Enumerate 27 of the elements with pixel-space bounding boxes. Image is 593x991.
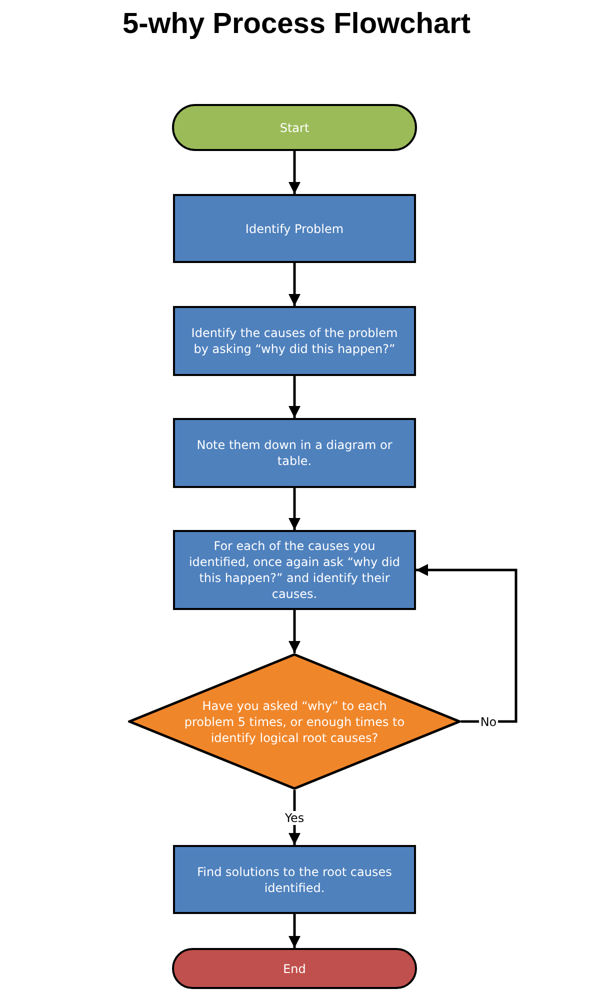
arrow bbox=[288, 263, 300, 306]
arrow bbox=[416, 564, 518, 723]
process-box bbox=[173, 418, 416, 488]
arrow bbox=[288, 610, 300, 653]
node-text: Have you asked “why” to each problem 5 times, or enough times to identify logical root causes? bbox=[183, 698, 406, 746]
node-text: Note them down in a diagram or table. bbox=[196, 437, 394, 469]
node-text: Identify Problem bbox=[245, 220, 344, 236]
process-box bbox=[173, 845, 416, 914]
terminal-pill bbox=[172, 948, 417, 989]
edge-label: No bbox=[479, 714, 498, 728]
title: 5-why Process Flowchart bbox=[122, 7, 471, 42]
arrow bbox=[288, 488, 300, 530]
process-box bbox=[173, 194, 416, 263]
arrow bbox=[288, 790, 300, 845]
terminal-pill bbox=[172, 104, 417, 151]
arrow bbox=[288, 914, 300, 948]
edge-label: Yes bbox=[284, 810, 306, 824]
arrow bbox=[288, 151, 300, 194]
process-box bbox=[173, 530, 416, 610]
node-text: Find solutions to the root causes identified. bbox=[196, 864, 393, 896]
decision-diamond bbox=[128, 653, 461, 790]
node-text: Identify the causes of the problem by asking “why did this happen?” bbox=[190, 325, 399, 357]
arrow bbox=[288, 376, 300, 418]
node-text: For each of the causes you identified, once again ask “why did this happen?” and identify their causes. bbox=[188, 538, 402, 602]
process-box bbox=[173, 306, 416, 376]
node-text: End bbox=[283, 960, 306, 976]
node-text: Start bbox=[280, 120, 310, 136]
